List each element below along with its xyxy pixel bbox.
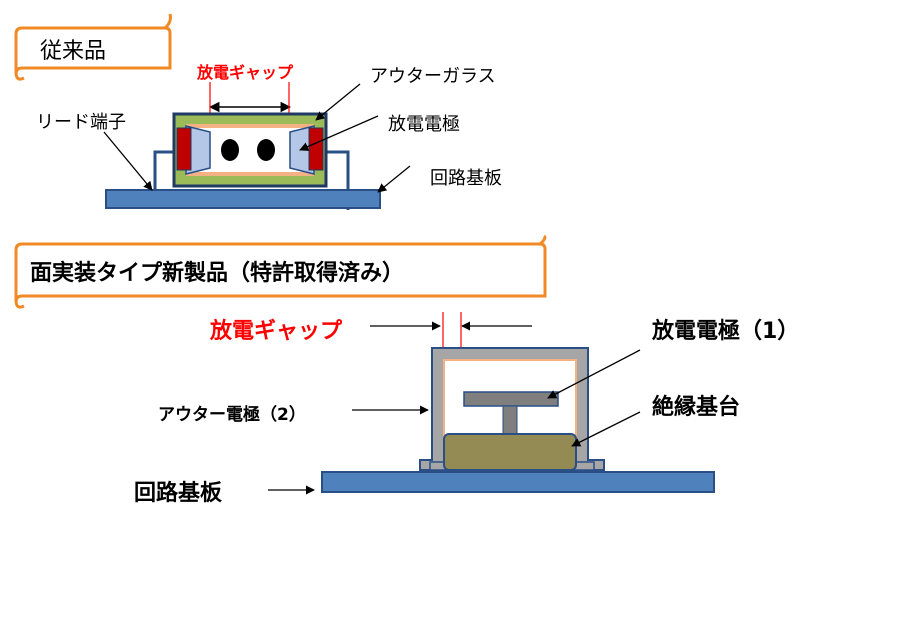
bottom-circuit-board bbox=[321, 471, 715, 493]
outer-glass-label: アウターガラス bbox=[370, 66, 496, 87]
electrode-cap-left bbox=[176, 127, 192, 171]
electrode-label: 放電電極 bbox=[388, 114, 460, 135]
bottom-title-banner: 面実装タイプ新製品（特許取得済み） bbox=[14, 234, 547, 309]
top-title-banner: 従来品 bbox=[14, 13, 172, 81]
gas-bubble-1 bbox=[221, 139, 239, 161]
insulator-arrow bbox=[571, 411, 641, 447]
top-board-label: 回路基板 bbox=[430, 168, 502, 189]
top-circuit-board bbox=[105, 189, 381, 209]
conventional-component bbox=[172, 112, 328, 188]
top-gap-label: 放電ギャップ bbox=[196, 63, 294, 82]
surface-mount-component bbox=[419, 347, 605, 471]
top-board-arrow bbox=[377, 165, 411, 193]
lead-label: リード端子 bbox=[36, 112, 126, 133]
bottom-board-label: 回路基板 bbox=[134, 480, 223, 506]
discharge-electrode-1 bbox=[463, 391, 559, 407]
bottom-title: 面実装タイプ新製品（特許取得済み） bbox=[30, 260, 404, 286]
insulator-label: 絶縁基台 bbox=[652, 394, 740, 420]
lead-wire-left bbox=[153, 150, 178, 190]
gas-bubble-2 bbox=[257, 139, 275, 161]
electrode-cap-right bbox=[308, 127, 324, 171]
outer-electrode-label: アウター電極（2） bbox=[158, 404, 306, 425]
lead-arrow bbox=[103, 131, 153, 191]
electrode-arrow bbox=[299, 115, 379, 151]
outer-glass-arrow bbox=[315, 83, 361, 121]
electrode1-arrow bbox=[547, 349, 641, 399]
electrode1-label: 放電電極（1） bbox=[651, 318, 799, 344]
top-title: 従来品 bbox=[40, 39, 106, 64]
bottom-gap-label: 放電ギャップ bbox=[209, 318, 343, 344]
electrode-post bbox=[502, 405, 518, 435]
insulator-base bbox=[443, 433, 577, 471]
